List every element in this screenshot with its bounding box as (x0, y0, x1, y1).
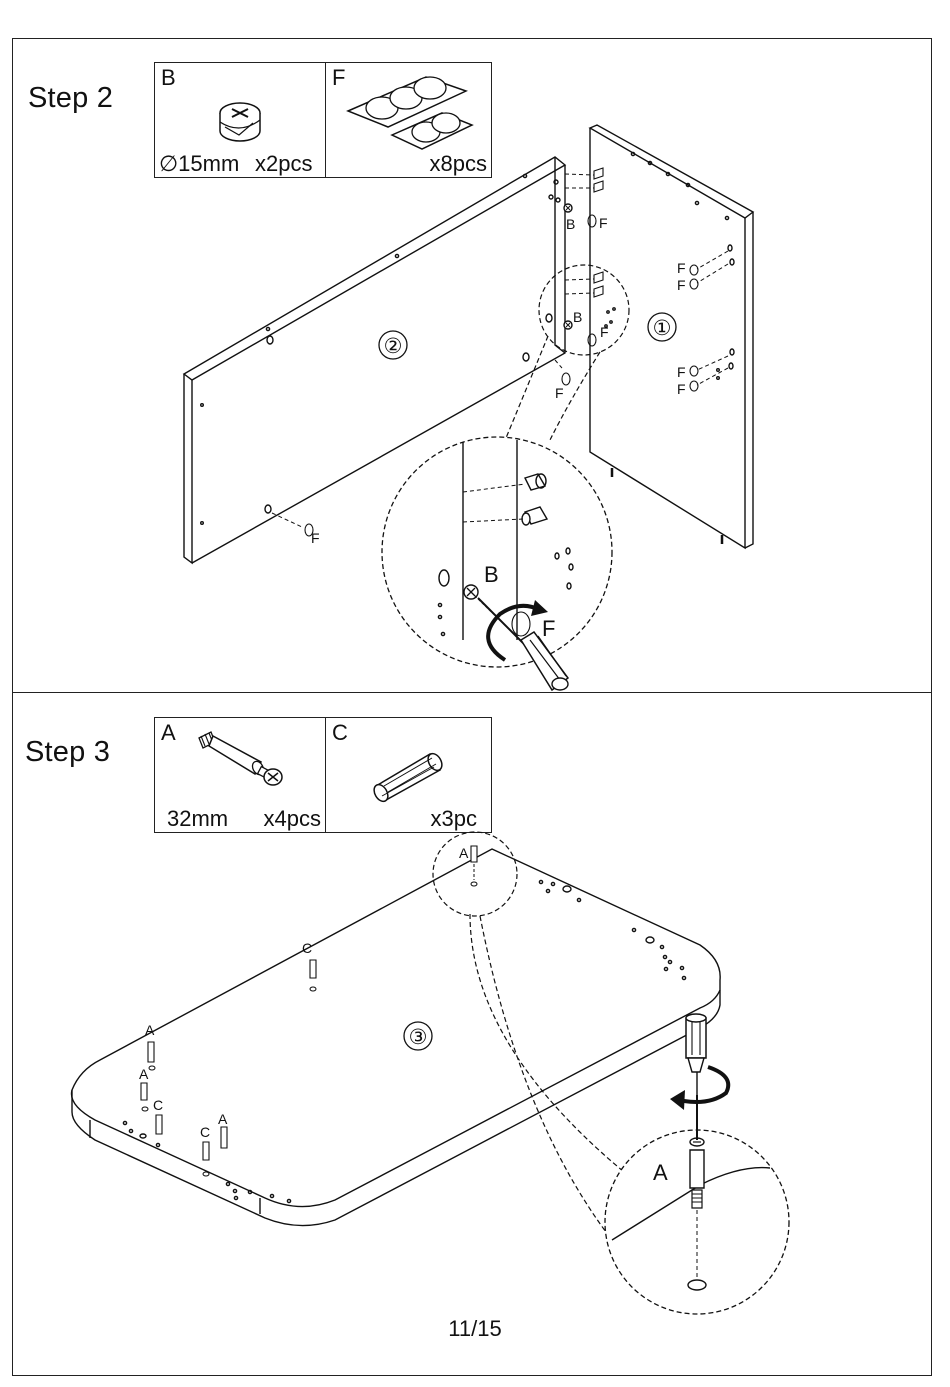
part-c-letter: C (332, 720, 348, 745)
cover-cap-sheet-icon (346, 76, 474, 150)
panel-2-drawing (182, 156, 571, 565)
callout-f-side-1: F (677, 260, 686, 276)
panel-3-number: ③ (409, 1026, 428, 1049)
callout-b-upper: B (566, 216, 575, 232)
callout-a-corner: A (459, 845, 469, 861)
wooden-dowel-icon (373, 752, 443, 803)
step-3-parts-box: A 32mm x4pcs C x3pc (154, 717, 492, 833)
step-3-title: Step 3 (25, 736, 111, 768)
part-c-quantity: x3pc (430, 806, 477, 831)
callout-f-lower: F (600, 324, 609, 340)
callout-f-side-3: F (677, 364, 686, 380)
callout-f-panel2-bottom: F (311, 530, 320, 546)
page-frame (12, 38, 932, 1376)
callout-c-center: C (302, 940, 312, 956)
callout-f-side-4: F (677, 381, 686, 397)
connector-bolt-detail (604, 1013, 790, 1315)
detail-callout-b: B (484, 562, 499, 587)
callout-a-left-1: A (145, 1022, 155, 1038)
step-2-title: Step 2 (28, 82, 114, 114)
callout-c-left-1: C (153, 1097, 163, 1113)
callout-f-panel2-right: F (555, 385, 564, 401)
detail-callout-a: A (653, 1160, 668, 1185)
cam-lock-detail (381, 436, 613, 692)
callout-b-lower: B (573, 309, 582, 325)
connector-bolt-icon (198, 731, 283, 786)
part-f-cell: F x8pcs (325, 63, 491, 177)
callout-a-left-3: A (218, 1111, 228, 1127)
zoom-indicator-circle (538, 264, 630, 356)
callout-labels: B F B F F F F F F F B F A C A A C A C A (139, 215, 686, 1185)
step-divider (12, 692, 932, 693)
zoom-indicator-circle-step3 (432, 831, 518, 917)
part-b-letter: B (161, 65, 176, 90)
part-a-size: 32mm (167, 806, 229, 831)
panel-3-drawing (70, 845, 721, 1227)
part-f-letter: F (332, 65, 346, 90)
part-b-quantity: x2pcs (255, 151, 313, 176)
panel-1-number: ① (653, 317, 672, 340)
detail-callout-f: F (542, 616, 555, 641)
part-a-quantity: x4pcs (263, 806, 321, 831)
part-b-cell: B ∅15mm x2pcs (155, 63, 325, 177)
part-a-letter: A (161, 720, 176, 745)
page-number: 11/15 (448, 1316, 502, 1341)
callout-c-left-2: C (200, 1124, 210, 1140)
panel-2-number: ② (384, 335, 403, 358)
part-a-cell: A 32mm x4pcs (155, 718, 325, 832)
callout-f-side-2: F (677, 277, 686, 293)
panel-numbers: ② ① ③ (378, 312, 677, 1051)
callout-a-left-2: A (139, 1066, 149, 1082)
part-c-cell: C x3pc (325, 718, 491, 832)
step-2-parts-box: B ∅15mm x2pcs F x8pcs (154, 62, 492, 178)
cam-lock-icon (219, 102, 261, 142)
part-f-quantity: x8pcs (429, 151, 487, 176)
callout-f-upper: F (599, 215, 608, 231)
part-b-size: ∅15mm (159, 151, 240, 176)
panel-1-drawing (563, 124, 755, 550)
